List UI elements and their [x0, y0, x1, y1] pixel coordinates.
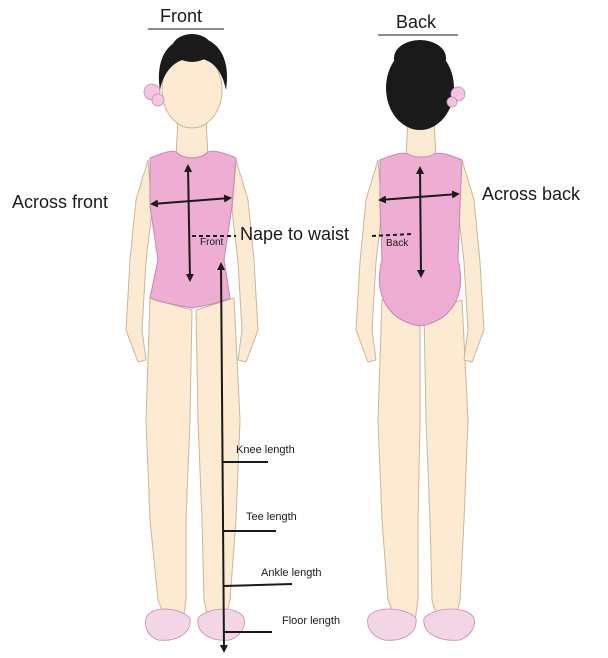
front-heading: Front [160, 6, 202, 27]
tee-length-label: Tee length [246, 511, 297, 523]
floor-length-label: Floor length [282, 615, 340, 627]
back-torso-arrow [420, 168, 421, 276]
nape-to-waist-label: Nape to waist [240, 224, 349, 245]
ankle-length-label: Ankle length [261, 567, 322, 579]
across-front-label: Across front [12, 192, 108, 213]
ankle-length-tick [224, 584, 292, 586]
back-heading: Back [396, 12, 436, 33]
front-marker-label: Front [200, 237, 223, 248]
knee-length-label: Knee length [236, 444, 295, 456]
back-marker-label: Back [386, 238, 408, 249]
back-figure [356, 40, 484, 640]
across-back-label: Across back [482, 184, 580, 205]
front-figure [126, 34, 258, 640]
